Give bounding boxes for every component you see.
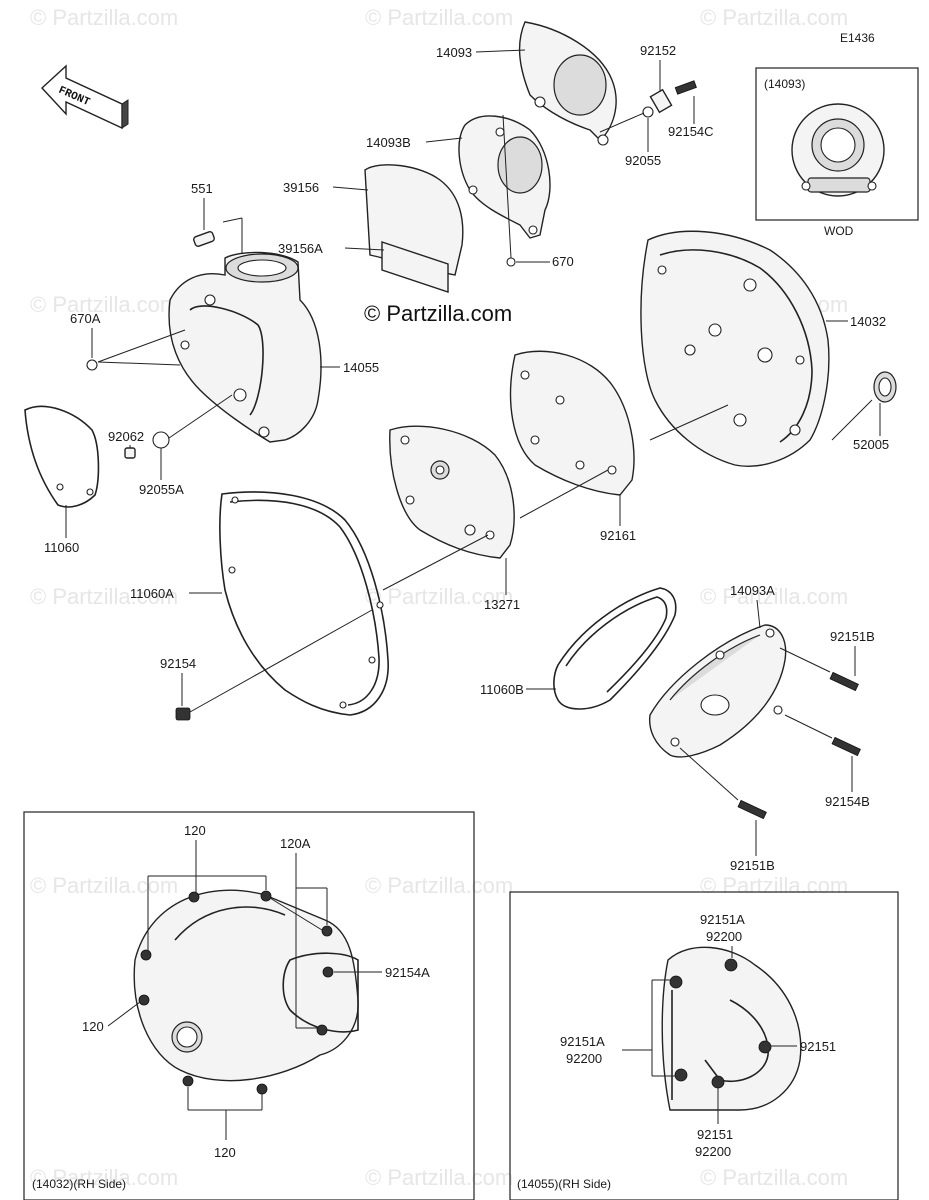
rh-right-label-92200-top: 92200 — [706, 929, 742, 944]
front-arrow-icon: FRONT — [41, 64, 129, 130]
part-label-92062: 92062 — [108, 429, 144, 444]
rh-right-caption: (14055)(RH Side) — [517, 1177, 611, 1191]
part-label-92161: 92161 — [600, 528, 636, 543]
rh-right-label-92200-bottom: 92200 — [695, 1144, 731, 1159]
watermark: © Partzilla.com — [700, 584, 848, 609]
part-670a-oring — [86, 359, 98, 371]
rh-left-label-120-left: 120 — [82, 1019, 104, 1034]
part-label-92152: 92152 — [640, 43, 676, 58]
rh-right-label-92151a-top: 92151A — [700, 912, 745, 927]
rh-right-label-92200-left: 92200 — [566, 1051, 602, 1066]
part-label-14032: 14032 — [850, 314, 886, 329]
part-92152-spacer — [649, 88, 673, 114]
rh-left-label-120a: 120A — [280, 836, 311, 851]
part-label-551: 551 — [191, 181, 213, 196]
wod-inset: (14093) WOD — [755, 67, 919, 238]
part-label-14093-box: (14093) — [764, 77, 805, 91]
part-label-39156: 39156 — [283, 180, 319, 195]
variant-label: WOD — [824, 224, 854, 238]
part-label-92154b: 92154B — [825, 794, 870, 809]
part-670-oring — [506, 257, 516, 267]
part-14093b-plate — [458, 115, 551, 239]
part-label-670a: 670A — [70, 311, 101, 326]
part-14032-cover — [640, 230, 830, 467]
part-11060b-gasket — [553, 587, 677, 710]
part-92154b-bolt — [831, 736, 861, 757]
rh-side-14055-inset: 92151A 92200 92151A 92200 92151 92151 92… — [509, 891, 899, 1200]
diagram-code: E1436 — [840, 31, 875, 45]
part-92161-gasket — [509, 350, 635, 496]
rh-left-label-120-bottom: 120 — [214, 1145, 236, 1160]
watermark: © Partzilla.com — [365, 584, 513, 609]
watermark: © Partzilla.com — [365, 873, 513, 898]
watermark: © Partzilla.com — [700, 5, 848, 30]
watermark: © Partzilla.com — [30, 584, 178, 609]
part-label-92151b-top: 92151B — [830, 629, 875, 644]
part-551-pin — [193, 231, 215, 247]
part-label-11060a: 11060A — [130, 586, 174, 601]
rh-right-label-92151-bottom: 92151 — [697, 1127, 733, 1142]
watermark: © Partzilla.com — [700, 873, 848, 898]
part-label-92055a: 92055A — [139, 482, 184, 497]
part-92154-bolt — [175, 707, 191, 721]
part-92055-washer — [642, 106, 654, 118]
part-92151b-bolt — [829, 671, 859, 692]
part-label-11060b: 11060B — [480, 682, 524, 697]
watermark: © Partzilla.com — [30, 5, 178, 30]
part-label-14093a: 14093A — [730, 583, 775, 598]
part-label-11060: 11060 — [44, 540, 79, 555]
part-52005-seal — [873, 371, 897, 403]
rh-left-label-120-top: 120 — [184, 823, 206, 838]
watermark: © Partzilla.com — [365, 1165, 513, 1190]
part-92055a-oring — [152, 431, 170, 449]
rh-left-caption: (14032)(RH Side) — [32, 1177, 126, 1191]
part-14093-cover — [518, 21, 617, 146]
watermark: © Partzilla.com — [700, 1165, 848, 1190]
part-14093a-cover — [648, 624, 787, 758]
part-label-670: 670 — [552, 254, 574, 269]
brand-label: © Partzilla.com — [364, 301, 512, 326]
part-label-39156a: 39156A — [278, 241, 323, 256]
part-label-14055: 14055 — [343, 360, 379, 375]
part-label-92151b-bottom: 92151B — [730, 858, 775, 873]
part-92154c-bolt — [674, 80, 697, 95]
part-39156a-element — [381, 241, 449, 293]
part-label-14093b: 14093B — [366, 135, 411, 150]
part-92062-dowel — [124, 447, 136, 459]
watermark: © Partzilla.com — [30, 1165, 178, 1190]
part-label-52005: 52005 — [853, 437, 889, 452]
part-label-13271: 13271 — [484, 597, 520, 612]
part-92151b-bolt-lower — [737, 799, 767, 820]
watermark: © Partzilla.com — [30, 873, 178, 898]
part-14055-case — [168, 251, 322, 443]
part-11060a-gasket — [219, 491, 389, 716]
rh-side-14032-inset: 120 120A 92154A 120 120 (14032)(RH Side) — [23, 811, 475, 1200]
rh-right-label-92151a-left: 92151A — [560, 1034, 605, 1049]
watermark: © Partzilla.com — [30, 292, 178, 317]
rh-left-label-92154a: 92154A — [385, 965, 430, 980]
part-label-92154: 92154 — [160, 656, 196, 671]
part-label-92154c: 92154C — [668, 124, 714, 139]
part-label-92055: 92055 — [625, 153, 661, 168]
watermark: © Partzilla.com — [365, 5, 513, 30]
part-13271-plate — [389, 425, 515, 559]
part-label-14093: 14093 — [436, 45, 472, 60]
rh-right-label-92151: 92151 — [800, 1039, 836, 1054]
part-11060-gasket — [24, 405, 100, 508]
